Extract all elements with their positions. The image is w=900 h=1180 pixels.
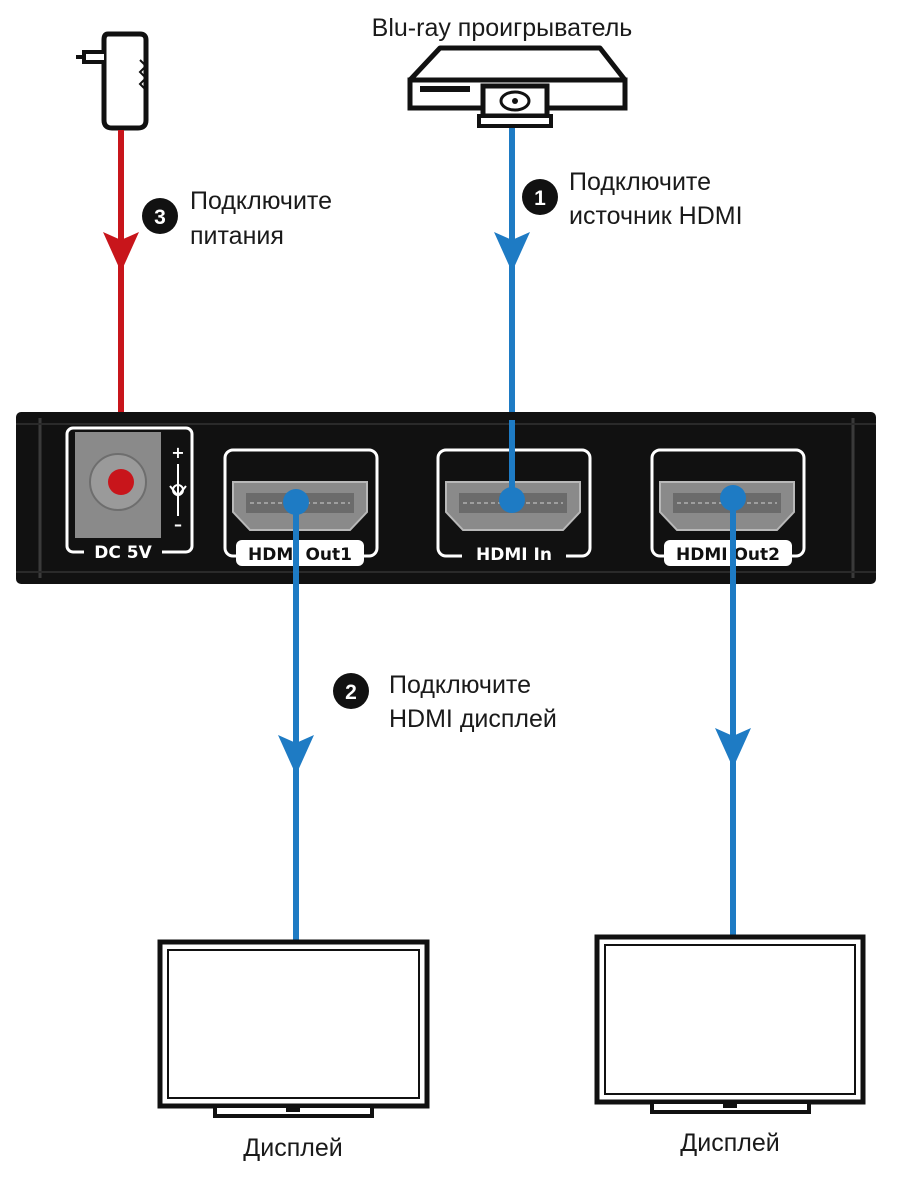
- polarity-minus: –: [174, 515, 182, 534]
- hdmi-out1-cable-arrow: [278, 735, 314, 775]
- hdmi-out2-cable-end: [720, 485, 746, 511]
- hdmi-out1-cable-end: [283, 489, 309, 515]
- hdmi-out2-label: HDMI Out2: [676, 545, 780, 565]
- power-cable-arrow: [103, 232, 139, 272]
- source-label: Blu-ray проигрыватель: [372, 14, 633, 42]
- hdmi-in-cable-arrow: [494, 232, 530, 272]
- hdmi-in-label: HDMI In: [476, 545, 552, 565]
- step-2: 2 Подключите HDMI дисплей: [333, 671, 557, 733]
- step-3-line1: Подключите: [190, 187, 332, 215]
- hdmi-in-cable-end: [499, 487, 525, 513]
- step-3-badge: [142, 198, 178, 234]
- step-3-line2: питания: [190, 222, 284, 250]
- bluray-player-icon: [407, 45, 628, 128]
- step-2-number: 2: [345, 681, 357, 704]
- step-2-badge: [333, 673, 369, 709]
- dc-power-port: + – DC 5V: [65, 426, 194, 563]
- hdmi-out2-cable-arrow: [715, 728, 751, 768]
- step-2-line1: Подключите: [389, 671, 531, 699]
- power-plug-icon: [76, 31, 149, 131]
- display-1-label: Дисплей: [243, 1134, 342, 1162]
- power-cable-end: [108, 469, 134, 495]
- display-2-icon: [594, 934, 866, 1114]
- step-1-badge: [522, 179, 558, 215]
- hdmi-splitter-device: + – DC 5V HDMI Out1 HDMI In: [16, 412, 876, 584]
- step-1-line2: источник HDMI: [569, 202, 743, 230]
- hdmi-out1-label: HDMI Out1: [248, 545, 352, 565]
- display-2-label: Дисплей: [680, 1129, 779, 1157]
- step-1-number: 1: [534, 187, 546, 210]
- step-2-line2: HDMI дисплей: [389, 705, 557, 733]
- step-3: 3 Подключите питания: [142, 187, 332, 250]
- dc-port-label: DC 5V: [94, 543, 152, 563]
- step-1: 1 Подключите источник HDMI: [522, 168, 743, 230]
- display-1-icon: [157, 939, 430, 1118]
- polarity-plus: +: [171, 443, 184, 462]
- step-3-number: 3: [154, 206, 166, 229]
- step-1-line1: Подключите: [569, 168, 711, 196]
